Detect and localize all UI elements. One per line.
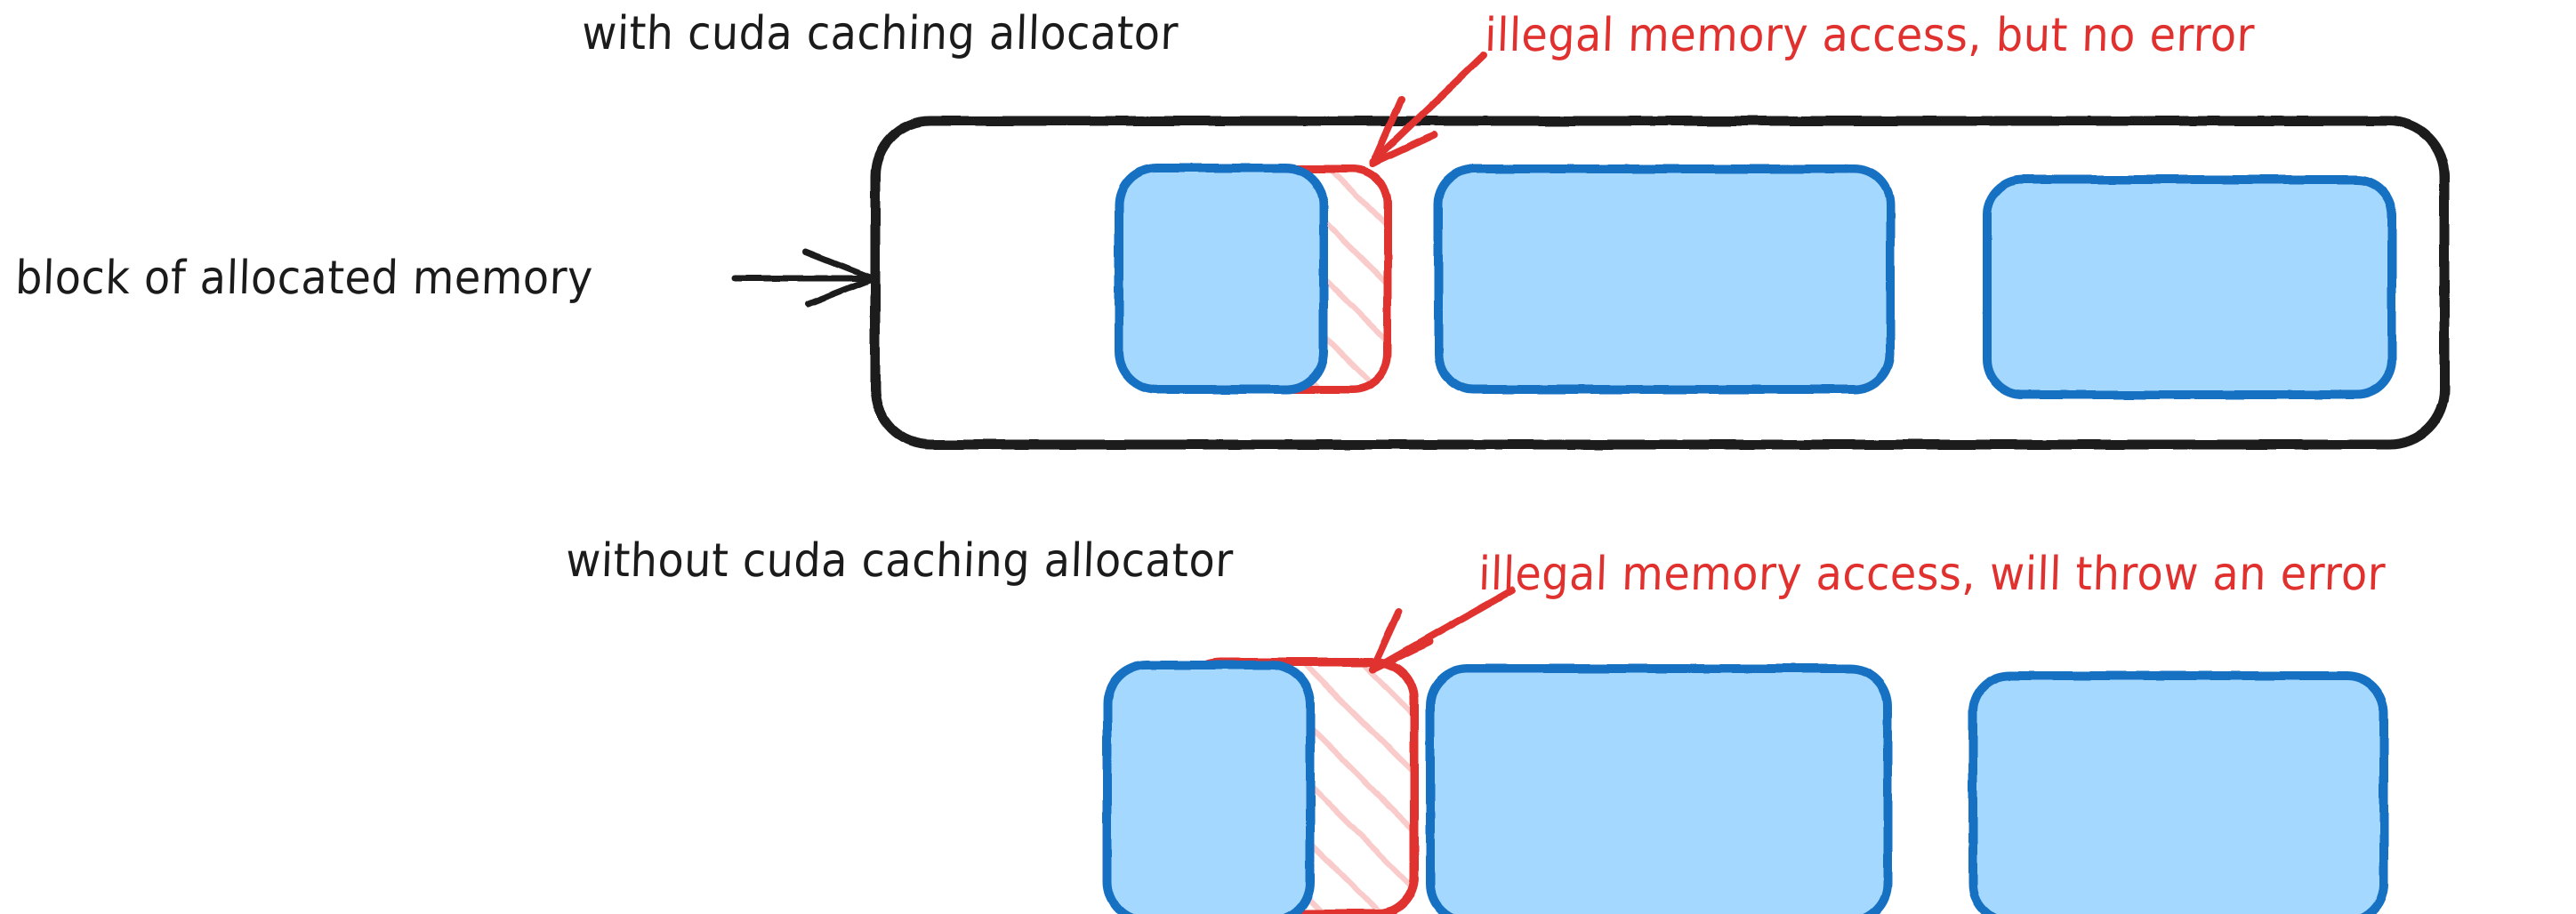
bottom-tensor-3 [1968, 671, 2388, 914]
memory-block-pointer-arrow [731, 248, 877, 308]
bottom-annotation-arrow [1369, 587, 1516, 673]
bottom-tensor-1 [1103, 661, 1315, 914]
top-tensor-3 [1983, 175, 2396, 399]
top-tensor-2 [1434, 164, 1895, 394]
memory-block-outline [870, 116, 2450, 450]
top-tensor-1 [1115, 164, 1328, 394]
bottom-tensor-2 [1426, 664, 1892, 914]
top-annotation-arrow [1369, 52, 1487, 167]
